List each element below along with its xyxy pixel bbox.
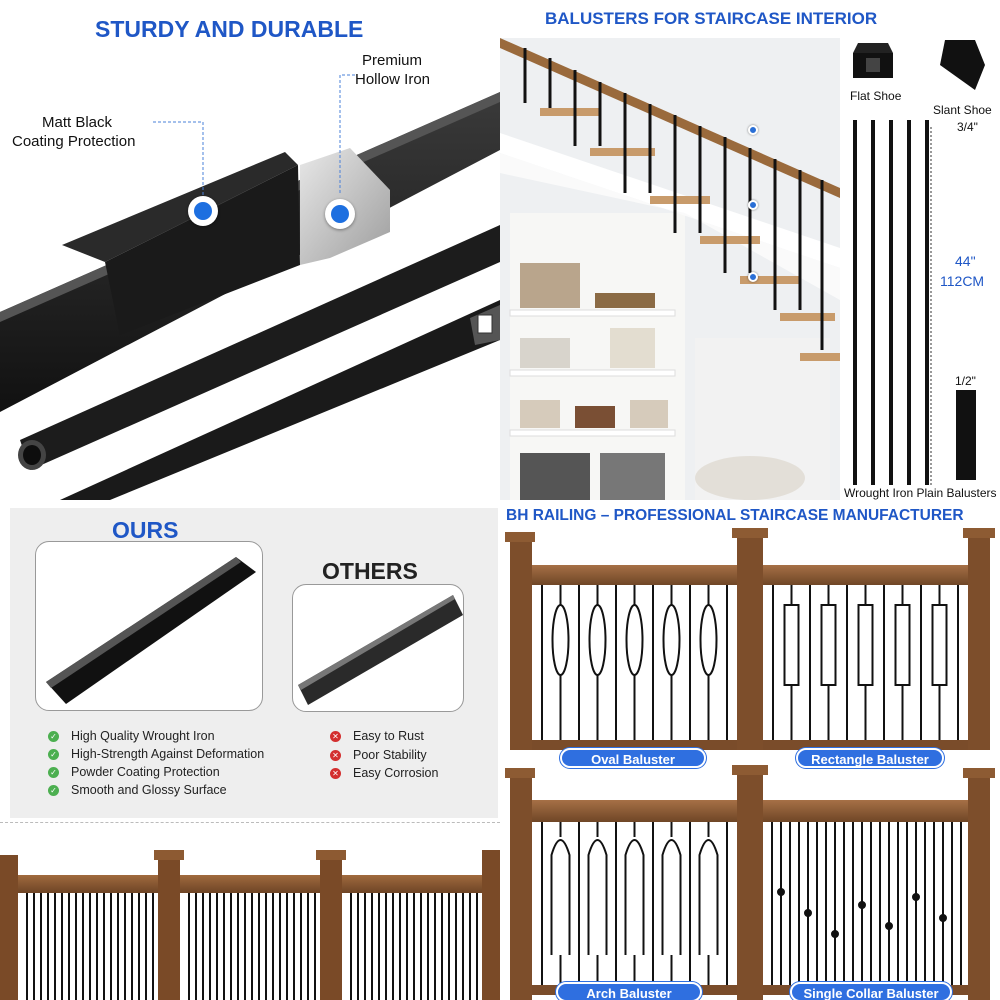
- check-icon: ✓: [48, 730, 59, 742]
- others-title: OTHERS: [322, 558, 418, 584]
- cross-icon: ✕: [330, 730, 341, 742]
- hollow-iron-marker-dot: [325, 199, 355, 229]
- railing-photo: [0, 850, 500, 1000]
- staircase-photo: [500, 38, 840, 500]
- others-image: [292, 584, 464, 712]
- staircase-title: BALUSTERS FOR STAIRCASE INTERIOR: [545, 9, 878, 28]
- height-cm: 112CM: [940, 273, 985, 289]
- ours-feature-3: ✓Powder Coating Protection: [48, 765, 220, 779]
- panel-comparison: OURS OTHERS ✓High Quality Wrought Iron ✓…: [10, 508, 498, 818]
- ours-feature-1: ✓High Quality Wrought Iron: [48, 729, 215, 743]
- check-icon: ✓: [48, 766, 59, 778]
- rectangle-baluster-label: Rectangle Baluster: [796, 748, 944, 768]
- flat-shoe-icon: [853, 43, 893, 78]
- baluster-marker-3: [748, 272, 758, 282]
- styles-title: BH RAILING – PROFESSIONAL STAIRCASE MANU…: [506, 507, 964, 524]
- plain-balusters-illustration: [853, 120, 932, 485]
- sturdy-title: STURDY AND DURABLE: [95, 16, 364, 42]
- slant-shoe-label: Slant Shoe: [933, 103, 992, 117]
- others-feature-3: ✕Easy Corrosion: [330, 766, 438, 780]
- baluster-marker-1: [748, 125, 758, 135]
- slant-shoe-icon: [940, 40, 985, 90]
- others-feature-2: ✕Poor Stability: [330, 748, 427, 762]
- check-icon: ✓: [48, 748, 59, 760]
- flat-shoe-label: Flat Shoe: [850, 89, 902, 103]
- cross-icon: ✕: [330, 749, 341, 761]
- hollow-iron-label-2: Hollow Iron: [355, 71, 431, 88]
- others-feature-1: ✕Easy to Rust: [330, 729, 424, 743]
- panel-styles: BH RAILING – PROFESSIONAL STAIRCASE MANU…: [500, 500, 1000, 1000]
- ours-feature-4: ✓Smooth and Glossy Surface: [48, 783, 227, 797]
- width-dim-side: 1/2": [955, 374, 976, 388]
- cross-icon: ✕: [330, 767, 341, 779]
- baluster-styles-grid: [505, 528, 995, 1000]
- arch-baluster-label: Arch Baluster: [556, 982, 702, 1000]
- divider: [0, 822, 500, 823]
- width-dim-top: 3/4": [957, 120, 978, 134]
- check-icon: ✓: [48, 784, 59, 796]
- coating-label-2: Coating Protection: [12, 133, 136, 150]
- panel-sturdy: STURDY AND DURABLE Matt Black Coating Pr…: [0, 0, 500, 500]
- height-inches: 44": [955, 253, 976, 269]
- baluster-marker-2: [748, 200, 758, 210]
- ours-image: [35, 541, 263, 711]
- oval-baluster-label: Oval Baluster: [560, 748, 706, 768]
- single-collar-baluster-label: Single Collar Baluster: [790, 982, 952, 1000]
- plain-balusters-caption: Wrought Iron Plain Balusters: [844, 486, 997, 500]
- hollow-iron-label-1: Premium: [362, 52, 423, 69]
- coating-label-1: Matt Black: [42, 114, 113, 131]
- coating-marker-dot: [188, 196, 218, 226]
- baluster-section-icon: [956, 390, 976, 480]
- ours-title: OURS: [112, 517, 179, 543]
- ours-feature-2: ✓High-Strength Against Deformation: [48, 747, 264, 761]
- panel-staircase: BALUSTERS FOR STAIRCASE INTERIOR: [500, 0, 1000, 500]
